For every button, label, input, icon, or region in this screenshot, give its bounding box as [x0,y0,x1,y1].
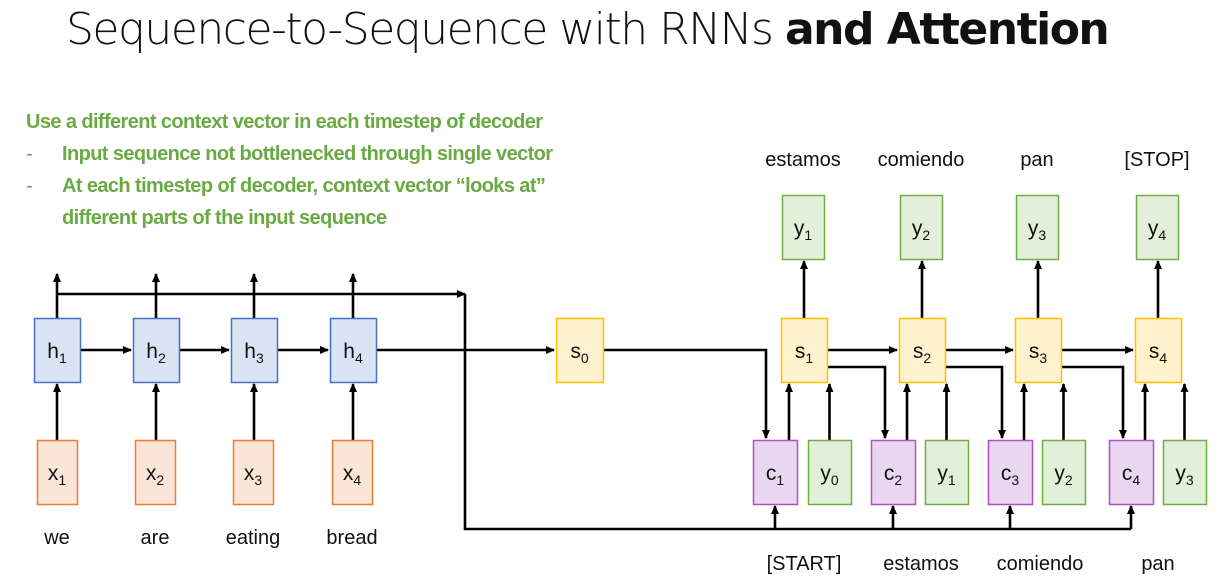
title-regular: Sequence-to-Sequence with RNNs [66,4,774,55]
context-box: c1 [752,439,799,506]
arrow-s-to-c [945,365,1006,439]
context-box: c3 [987,439,1034,506]
decoder-state-box: s4 [1134,317,1183,384]
context-box-rect [1108,439,1155,506]
input-box-rect [36,439,79,506]
encoder-hidden-box: h3 [230,317,279,384]
encoder-hidden-box-rect [329,317,378,384]
input-box-rect [134,439,177,506]
initial-state-box-rect [555,317,605,384]
bullet-text: At each timestep of decoder, context vec… [62,175,546,197]
input-box: x4 [331,439,374,506]
decoder-state-box: s3 [1014,317,1063,384]
prev-output-box-rect [807,439,853,506]
arrow-s0-to-c1 [603,348,770,439]
encoder-hidden-box: h2 [132,317,181,384]
input-box: x3 [232,439,275,506]
input-box: x2 [134,439,177,506]
input-word: we [43,527,70,549]
output-word: [STOP] [1124,149,1189,171]
decoder-state-box-rect [780,317,829,384]
decoder-state-box-rect [1014,317,1063,384]
decoder-input-word: estamos [883,553,959,575]
bottom-bus [463,294,1131,531]
decoder-input-word: pan [1141,553,1174,575]
output-box-rect [781,194,826,261]
decoder-state-box: s2 [898,317,947,384]
bullet-dash: - [26,175,33,197]
words-layer: we are eating bread estamos comiendo pan [STOP]… [43,149,1189,575]
encoder-hidden-box-rect [230,317,279,384]
bullet-heading: Use a different context vector in each t… [26,111,543,133]
encoder-hidden-box-rect [33,317,82,384]
slide-title: Sequence-to-Sequence with RNNs and Atten… [66,4,1110,55]
output-box-rect [899,194,944,261]
decoder-input-word: [START] [767,553,842,575]
arrows-layer [53,260,1189,531]
bullet-item: - Input sequence not bottlenecked through… [26,138,553,170]
arrow-s-to-c [827,365,889,439]
output-box: y1 [781,194,826,261]
output-box: y2 [899,194,944,261]
bullet-list: Use a different context vector in each t… [26,106,553,234]
prev-output-box: y0 [807,439,853,506]
input-word: eating [226,527,281,549]
encoder-hidden-box-rect [132,317,181,384]
arrow-s-to-c [1061,365,1127,439]
output-box: y3 [1015,194,1060,261]
output-word: pan [1020,149,1053,171]
output-box: y4 [1135,194,1180,261]
output-box-rect [1135,194,1180,261]
prev-output-box: y2 [1041,439,1087,506]
title-bold: and Attention [784,4,1110,55]
decoder-input-word: comiendo [997,553,1084,575]
bullet-continuation: different parts of the input sequence [62,207,387,229]
output-box-rect [1015,194,1060,261]
input-box-rect [331,439,374,506]
initial-state-box: s0 [555,317,605,384]
input-box-rect [232,439,275,506]
context-box: c2 [870,439,917,506]
prev-output-box: y1 [924,439,970,506]
encoder-hidden-box: h1 [33,317,82,384]
context-box-rect [870,439,917,506]
context-box-rect [987,439,1034,506]
output-word: comiendo [878,149,965,171]
boxes-layer: h1 h2 h3 h4 x1 x2 x3 x4 s0 s1 s2 s3 s4 c1 c2 c3 c4 y0 y1 y2… [33,194,1208,506]
bullet-dash: - [26,143,33,165]
prev-output-box: y3 [1162,439,1208,506]
bullet-text: Input sequence not bottlenecked through … [62,143,553,165]
input-word: bread [326,527,377,549]
output-word: estamos [765,149,841,171]
context-box: c4 [1108,439,1155,506]
decoder-state-box-rect [1134,317,1183,384]
encoder-hidden-box: h4 [329,317,378,384]
input-box: x1 [36,439,79,506]
prev-output-box-rect [1041,439,1087,506]
decoder-state-box-rect [898,317,947,384]
decoder-state-box: s1 [780,317,829,384]
context-box-rect [752,439,799,506]
prev-output-box-rect [924,439,970,506]
input-word: are [141,527,170,549]
prev-output-box-rect [1162,439,1208,506]
bullet-item: - At each timestep of decoder, context ve… [26,170,552,202]
